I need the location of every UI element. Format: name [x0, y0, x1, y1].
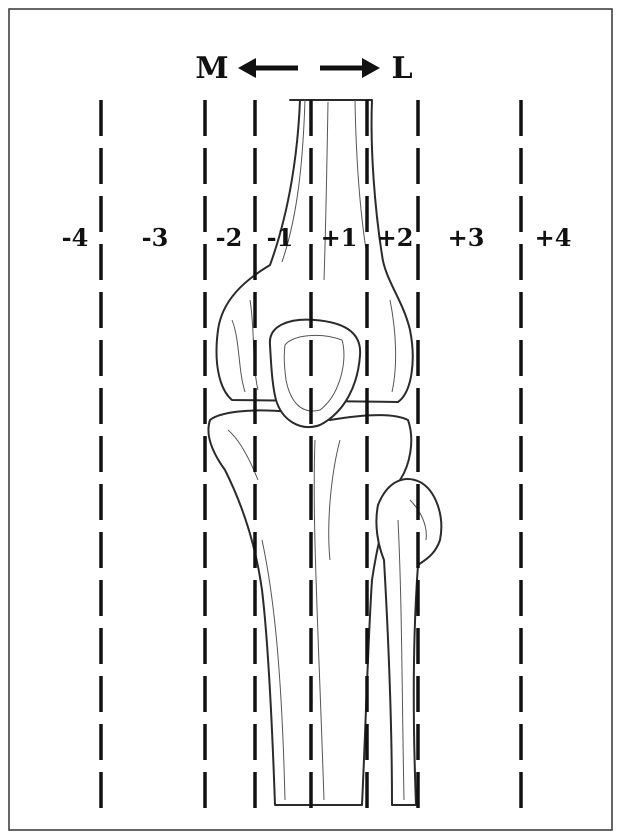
- zone-label: -4: [62, 223, 89, 252]
- zone-label: +4: [535, 223, 572, 252]
- zone-label: +3: [448, 223, 485, 252]
- zone-label: +2: [377, 223, 414, 252]
- zone-label: -2: [216, 223, 243, 252]
- lateral-label: L: [391, 51, 412, 86]
- zone-label: +1: [321, 223, 358, 252]
- zone-label: -3: [142, 223, 169, 252]
- zone-label: -1: [267, 223, 294, 252]
- medial-label: M: [195, 51, 228, 86]
